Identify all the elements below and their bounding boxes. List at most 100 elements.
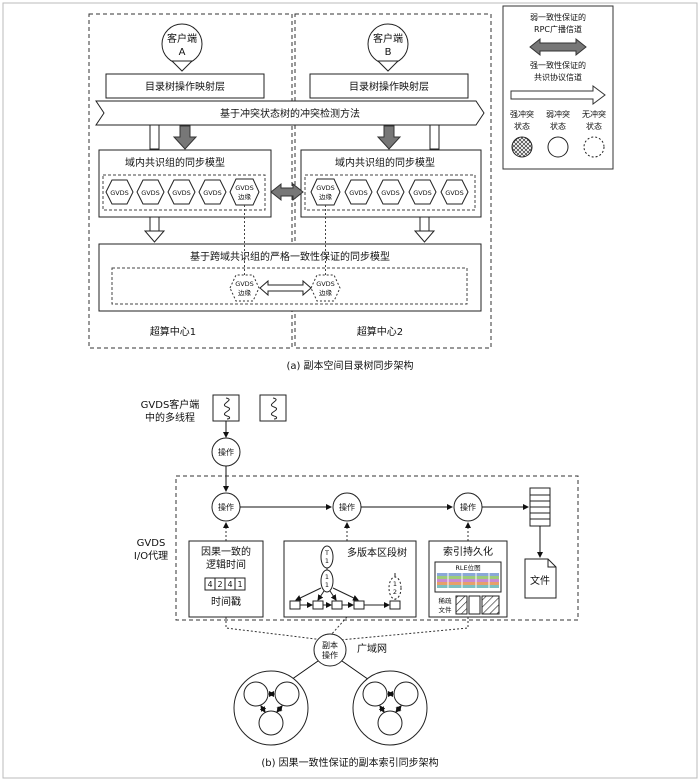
legend-strong-arrow bbox=[510, 85, 606, 105]
svg-text:1: 1 bbox=[325, 573, 329, 581]
consensus-group-left bbox=[233, 670, 309, 746]
rle-bitmap-label: RLE位图 bbox=[455, 563, 480, 572]
thread-icon bbox=[259, 394, 287, 422]
gvds-node: GVDS bbox=[344, 179, 373, 205]
client-a-label: 客户端 bbox=[167, 32, 197, 45]
causal-line1: 因果一致的 bbox=[201, 545, 251, 558]
client-b-label: 客户端 bbox=[373, 32, 403, 45]
timestamp-digit: 2 bbox=[217, 580, 222, 589]
consensus-group-right bbox=[352, 670, 428, 746]
timestamp-label: 时间戳 bbox=[211, 595, 241, 608]
grey-down-arrows bbox=[172, 125, 402, 150]
strong-conflict-marker bbox=[511, 136, 533, 158]
file-icon: 文件 bbox=[524, 558, 557, 599]
sparse-file-line2: 文件 bbox=[439, 605, 453, 614]
mapping-layer-b bbox=[309, 73, 469, 99]
gvds-node: GVDS bbox=[105, 179, 134, 205]
gvds-node: GVDS bbox=[136, 179, 165, 205]
hollow-down-arrows bbox=[143, 124, 440, 243]
svg-text:GVDS: GVDS bbox=[316, 280, 335, 288]
center2-box bbox=[294, 13, 492, 349]
timestamp-digit: 4 bbox=[207, 580, 212, 589]
proxy-line2: I/O代理 bbox=[134, 550, 168, 562]
intra-group-b-label: 域内共识组的同步模型 bbox=[335, 156, 435, 169]
gvds-node: GVDS bbox=[376, 179, 405, 205]
wan-label: 广域网 bbox=[357, 642, 387, 655]
svg-text:GVDS: GVDS bbox=[349, 189, 368, 197]
svg-text:T: T bbox=[324, 549, 329, 557]
legend-strong-line1: 强一致性保证的 bbox=[530, 60, 586, 70]
operation-node: 操作 bbox=[453, 492, 483, 522]
svg-text:GVDS: GVDS bbox=[445, 189, 464, 197]
caption-b: (b) 因果一致性保证的副本索引同步架构 bbox=[261, 756, 438, 769]
conflict-detection-band bbox=[95, 100, 485, 126]
gvds-edge-node-a: GVDS 边缘 bbox=[229, 178, 260, 206]
svg-text:操作: 操作 bbox=[218, 502, 234, 512]
legend-weak-arrow bbox=[529, 37, 587, 57]
multi-version-label: 多版本区段树 bbox=[347, 546, 407, 559]
mapping-layer-b-label: 目录树操作映射层 bbox=[349, 80, 429, 93]
svg-text:1: 1 bbox=[393, 580, 397, 588]
svg-text:GVDS: GVDS bbox=[413, 189, 432, 197]
svg-text:边缘: 边缘 bbox=[319, 192, 333, 201]
gvds-edge-node-b: GVDS 边缘 bbox=[310, 178, 341, 206]
mapping-layer-a-label: 目录树操作映射层 bbox=[145, 80, 225, 93]
timestamp-digit: 4 bbox=[227, 580, 232, 589]
cross-domain-label: 基于跨域共识组的严格一致性保证的同步模型 bbox=[190, 250, 390, 263]
timestamp-digit: 1 bbox=[237, 580, 242, 589]
cross-domain-box bbox=[98, 243, 482, 312]
client-a-node: 客户端 A bbox=[161, 23, 203, 72]
cross-edge-node-a: GVDS 边缘 bbox=[229, 274, 260, 302]
cross-edge-node-b: GVDS 边缘 bbox=[310, 274, 341, 302]
svg-text:GVDS: GVDS bbox=[235, 280, 254, 288]
client-a-id: A bbox=[179, 47, 186, 58]
rle-bitmap: RLE位图 bbox=[434, 561, 502, 593]
operation-node-top: 操作 bbox=[211, 437, 241, 467]
part-a: 客户端 A 客户端 B 目录树操作映射层 目录树操作映射层 基于冲突状态树的冲突… bbox=[88, 13, 492, 372]
range-tree: T 1 1 1 1 2 bbox=[289, 545, 402, 610]
index-persist-label: 索引持久化 bbox=[443, 545, 493, 558]
mapping-layer-a bbox=[105, 73, 265, 99]
thread-icon bbox=[212, 394, 240, 422]
caption-a: (a) 副本空间目录树同步架构 bbox=[286, 359, 413, 372]
client-b-node: 客户端 B bbox=[367, 23, 409, 72]
operation-node: 操作 bbox=[332, 492, 362, 522]
center1-box bbox=[88, 13, 293, 349]
gvds-node: GVDS bbox=[198, 179, 227, 205]
legend: 弱一致性保证的 RPC广播信道 强一致性保证的 共识协议信道 强冲突 弱冲突 无… bbox=[502, 5, 614, 170]
legend-weak-line1: 弱一致性保证的 bbox=[530, 12, 586, 22]
legend-strong-line2: 共识协议信道 bbox=[534, 72, 582, 82]
svg-text:GVDS: GVDS bbox=[316, 184, 335, 192]
replica-op-line2: 操作 bbox=[322, 650, 338, 660]
svg-text:操作: 操作 bbox=[460, 502, 476, 512]
svg-text:GVDS: GVDS bbox=[172, 189, 191, 197]
sparse-block bbox=[481, 595, 500, 615]
timestamp-cells: 4 2 4 1 bbox=[204, 577, 246, 591]
file-label: 文件 bbox=[530, 574, 550, 587]
gvds-node: GVDS bbox=[440, 179, 469, 205]
no-conflict-marker bbox=[583, 136, 605, 158]
legend-weak-conflict: 弱冲突 bbox=[546, 109, 570, 119]
client-b-id: B bbox=[385, 47, 392, 58]
sparse-block bbox=[455, 595, 468, 615]
svg-text:GVDS: GVDS bbox=[203, 189, 222, 197]
center2-label: 超算中心2 bbox=[357, 325, 403, 338]
svg-text:边缘: 边缘 bbox=[238, 192, 252, 201]
client-threads-line1: GVDS客户端 bbox=[141, 398, 200, 411]
svg-text:边缘: 边缘 bbox=[319, 288, 333, 297]
gvds-node: GVDS bbox=[167, 179, 196, 205]
weak-conflict-marker bbox=[547, 136, 569, 158]
svg-text:GVDS: GVDS bbox=[235, 184, 254, 192]
center1-label: 超算中心1 bbox=[150, 325, 196, 338]
legend-weak-line2: RPC广播信道 bbox=[534, 24, 582, 34]
queue-icon bbox=[529, 487, 551, 527]
client-threads-line2: 中的多线程 bbox=[145, 411, 195, 424]
svg-text:1: 1 bbox=[325, 557, 329, 565]
consensus-channel-arrow bbox=[259, 279, 312, 297]
operation-node: 操作 bbox=[211, 492, 241, 522]
conflict-method-label: 基于冲突状态树的冲突检测方法 bbox=[220, 107, 360, 120]
sparse-file-line1: 稀疏 bbox=[439, 596, 453, 605]
